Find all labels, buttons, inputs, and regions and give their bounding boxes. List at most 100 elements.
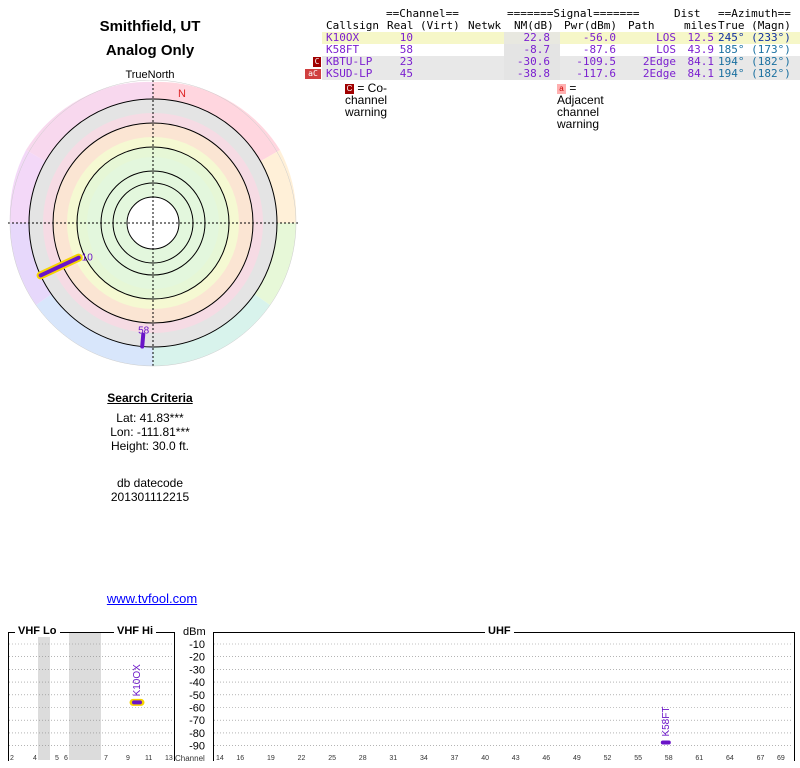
col-path: Path xyxy=(628,19,655,32)
dbm-tick-label: -90 xyxy=(189,741,205,753)
col-nm: NM(dB) xyxy=(514,19,554,32)
search-criteria-title: Search Criteria xyxy=(107,391,193,405)
uhf-channel-tick: 69 xyxy=(777,755,785,762)
cell-miles: 84.1 xyxy=(687,67,715,80)
latitude: Lat: 41.83*** xyxy=(116,411,184,425)
cell-path: LOS xyxy=(656,31,676,44)
vhf-hi-label: VHF Hi xyxy=(114,625,157,637)
row-band xyxy=(322,44,800,56)
col-azimuth: True (Magn) xyxy=(718,19,791,32)
antenna-height: Height: 30.0 ft. xyxy=(110,439,190,453)
col-virt: (Virt) xyxy=(420,19,460,32)
uhf-channel-tick: 40 xyxy=(481,755,489,762)
col-netwk: Netwk xyxy=(468,19,502,32)
cell-miles: 43.9 xyxy=(687,43,715,56)
compass-n: N xyxy=(178,88,186,100)
uhf-channel-tick: 43 xyxy=(511,755,520,762)
cell-callsign: KBTU-LP xyxy=(326,55,373,68)
station-bearing-label: 58 xyxy=(138,326,150,337)
spectrum-bar-label: K10OX xyxy=(132,664,143,697)
uhf-channel-tick: 19 xyxy=(267,755,275,762)
vhf-channel-tick: 13 xyxy=(165,755,173,762)
uhf-channel-tick: 55 xyxy=(634,755,642,762)
co-channel-swatch: C xyxy=(345,83,354,94)
vhf-channel-tick: 11 xyxy=(145,755,153,762)
cell-nm: -30.6 xyxy=(516,55,550,68)
cell-pwr: -109.5 xyxy=(576,55,616,68)
cell-real: 45 xyxy=(399,67,413,80)
uhf-channel-tick: 31 xyxy=(389,755,398,762)
cell-callsign: KSUD-LP xyxy=(326,67,373,80)
uhf-channel-tick: 67 xyxy=(756,755,765,762)
warning-badge: C xyxy=(313,57,321,67)
dbm-tick-label: -10 xyxy=(189,639,205,651)
cell-miles: 84.1 xyxy=(687,55,715,68)
cell-miles: 12.5 xyxy=(687,31,715,44)
db-datecode: db datecode 201301112215 xyxy=(0,476,300,504)
vhf-gap-shade xyxy=(69,633,101,760)
adjacent-channel-label: = Adjacent channel warning xyxy=(557,81,604,131)
uhf-channel-tick: 16 xyxy=(236,755,245,762)
row-band xyxy=(322,68,800,80)
cell-nm: 22.8 xyxy=(523,31,551,44)
cell-callsign: K58FT xyxy=(326,43,360,56)
uhf-channel-tick: 22 xyxy=(297,755,306,762)
station-bearing-line xyxy=(140,332,146,349)
dbm-tick-label: -40 xyxy=(189,677,205,689)
cell-pwr: -87.6 xyxy=(582,43,616,56)
dbm-axis-label: dBm xyxy=(183,626,206,638)
uhf-channel-tick: 49 xyxy=(573,755,581,762)
channel-group-header: ==Channel== xyxy=(386,7,459,20)
signal-group-header: =======Signal======= xyxy=(507,7,640,20)
station-bearing-label: 10 xyxy=(82,253,94,264)
dbm-tick-label: -30 xyxy=(189,664,205,676)
cell-path: 2Edge xyxy=(642,55,676,68)
cell-callsign: K10OX xyxy=(326,31,360,44)
cell-az: 194° (182°) xyxy=(718,67,791,80)
vhf-channel-tick: 5 xyxy=(55,755,59,762)
cell-az: 185° (173°) xyxy=(718,43,791,56)
cell-real: 23 xyxy=(399,55,413,68)
uhf-label: UHF xyxy=(485,625,514,637)
dist-group-header: Dist xyxy=(674,7,701,20)
dbm-tick-label: -50 xyxy=(189,690,205,702)
cell-real: 58 xyxy=(399,43,413,56)
spectrum-bar-label: K58FT xyxy=(661,707,672,737)
tvfool-link[interactable]: www.tvfool.com xyxy=(106,591,198,606)
adjacent-channel-swatch: a xyxy=(557,83,566,94)
nm-band xyxy=(504,68,560,80)
warning-legend: C = Co-channel warning a = Adjacent chan… xyxy=(322,81,604,130)
uhf-channel-tick: 52 xyxy=(603,755,612,762)
station-table: ==Channel== =======Signal======= Dist ==… xyxy=(305,8,800,130)
warning-badge: aC xyxy=(305,69,321,79)
vhf-panel xyxy=(8,632,175,761)
azimuth-group-header: ==Azimuth== xyxy=(718,7,791,20)
cell-path: 2Edge xyxy=(642,67,676,80)
polar-plot: N 10 58 xyxy=(8,80,298,368)
uhf-channel-tick: 25 xyxy=(328,755,336,762)
vhf-channel-tick: 6 xyxy=(64,755,68,762)
mode-subtitle: Analog Only xyxy=(105,42,195,59)
vhf-lo-label: VHF Lo xyxy=(15,625,60,637)
col-real: Real xyxy=(387,19,414,32)
cell-real: 10 xyxy=(399,31,413,44)
co-channel-label: = Co-channel warning xyxy=(345,81,388,119)
uhf-channel-tick: 37 xyxy=(450,755,459,762)
db-datecode-value: 201301112215 xyxy=(110,490,190,504)
uhf-channel-tick: 61 xyxy=(695,755,704,762)
cell-nm: -8.7 xyxy=(523,43,551,56)
nm-band xyxy=(504,44,560,56)
dbm-tick-label: -60 xyxy=(189,703,205,715)
db-datecode-label: db datecode xyxy=(116,476,184,490)
station-bearing-line xyxy=(38,255,81,278)
col-pwr: Pwr(dBm) xyxy=(564,19,617,32)
uhf-channel-tick: 14 xyxy=(216,755,224,762)
uhf-channel-tick: 28 xyxy=(358,755,367,762)
cell-nm: -38.8 xyxy=(516,67,550,80)
dbm-tick-label: -80 xyxy=(189,728,205,740)
